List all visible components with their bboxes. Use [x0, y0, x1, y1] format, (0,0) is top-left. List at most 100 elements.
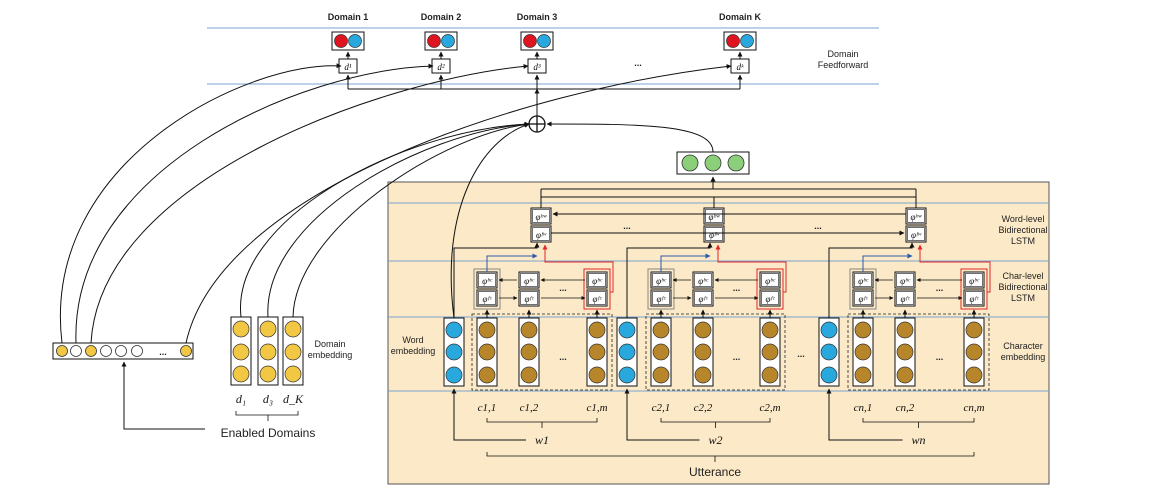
domain-output-red-2 [427, 34, 441, 48]
group-3-char-frame [847, 313, 990, 391]
group-1-word-embedding-dot-1 [445, 321, 463, 339]
word-lstm-cell-2: φᵇʷ φᶠʷ [703, 207, 725, 243]
group-3-char-lstm-cell-2-forward [894, 289, 916, 307]
word-lstm-cell-3-forward [905, 225, 927, 243]
word-lstm-label-line1: Word-level [1002, 214, 1045, 224]
group-1-word-arrow [451, 388, 526, 441]
group-1-word-embedding-dot-3 [445, 366, 463, 384]
group-1-char-lstm-cell-3-backward-label: φᵇᶜ [592, 276, 602, 286]
word-lstm-label-line2: Bidirectional [998, 225, 1047, 235]
domain-label-4: Domain K [719, 12, 762, 22]
group-3-forward-final-path [917, 244, 991, 293]
group-1-char-lstm-cell-1-forward-label: φᶠᶜ [483, 294, 493, 304]
domain-node-1: d¹ [344, 62, 352, 72]
bitvector-slot-2 [70, 345, 82, 357]
group-2-word-embedding-dot-2 [618, 343, 636, 361]
group-2-char-lstm-cell-1-forward-label: φᶠᶜ [657, 294, 667, 304]
domain-embedding-label-3: d_K [283, 392, 304, 406]
group-1-word-embedding-dot-2 [445, 343, 463, 361]
group-2-char-lstm-ellipsis: ... [733, 283, 741, 293]
group-1-char-lstm-cell-2-forward-label: φᶠᶜ [525, 294, 535, 304]
group-3-word-arrow [826, 388, 903, 441]
word-lstm-cell-3: φᵇʷ φᶠʷ [905, 207, 927, 243]
word-lstm-cell-2-backward-label: φᵇʷ [709, 212, 720, 222]
group-1-char-label-1: c1,1 [478, 402, 497, 414]
group-1-char-frame [471, 313, 613, 391]
word-lstm-cell-2-forward [703, 225, 725, 243]
group-2-char-lstm-cell-3-backward-label: φᵇᶜ [765, 276, 775, 286]
domain-node-2: d² [437, 62, 445, 72]
layer-rules [207, 27, 1049, 392]
feedforward-label-line1: Domain [827, 49, 858, 59]
domain-embedding-label-line1: Domain [314, 339, 345, 349]
group-3-char-label-3: cn,m [963, 402, 984, 414]
domain-embedding-to-sum-1 [240, 121, 530, 318]
domain-embedding-label-line2: embedding [308, 350, 353, 360]
group-2-forward-final-path [715, 244, 787, 293]
group-2-char-embedding-ellipsis: ... [733, 352, 741, 362]
domain-embedding-to-sum-2 [267, 121, 530, 318]
char-embedding-label-line2: embedding [1001, 352, 1046, 362]
bitvector-ellipsis: ... [159, 347, 167, 357]
utterance-brace [486, 452, 975, 462]
domain-ellipsis: ... [634, 58, 642, 68]
bitvector-slot-3 [85, 345, 97, 357]
bitvector-slot-6 [131, 345, 143, 357]
word-lstm-label-line3: LSTM [1011, 236, 1035, 246]
group-1-char-lstm-ellipsis: ... [559, 283, 567, 293]
domain-embedding-brace [235, 411, 299, 421]
group-2-word-embedding-dot-3 [618, 366, 636, 384]
word-lstm-cell-3-backward-label: φᵇʷ [911, 212, 922, 222]
domain-label-2: Domain 2 [421, 12, 462, 22]
enabled-domains-label: Enabled Domains [221, 426, 316, 440]
group-ellipsis: ... [797, 349, 805, 359]
enabled-domains-arrow [121, 361, 205, 430]
group-3-word-embedding-dot-3 [820, 366, 838, 384]
group-2-char-lstm-cell-2-backward-label: φᵇᶜ [698, 276, 708, 286]
group-2-char-lstm-cell-3-backward [759, 271, 781, 289]
word-lstm-cell-1-forward-label: φᶠʷ [536, 230, 547, 240]
domain-output-blue-2 [441, 34, 455, 48]
group-2-word-arrow [624, 388, 700, 441]
group-1-word-embedding-path [453, 242, 540, 318]
group-3-word-label: wn [911, 433, 925, 447]
group-2-word-embedding-dot-1 [618, 321, 636, 339]
group-1-word-label: w1 [535, 433, 549, 447]
group-2-char-label-3: c2,m [759, 402, 780, 414]
group-2-char-label-1: c2,1 [652, 402, 671, 414]
utterance-label: Utterance [689, 465, 741, 479]
word-embedding-label-line1: Word [402, 335, 423, 345]
group-3-char-lstm-cell-3-forward [963, 289, 985, 307]
domain-embedding-label-2: d₃ [263, 392, 273, 406]
char-lstm-label-line1: Char-level [1002, 271, 1043, 281]
word-lstm-cell-3-forward-label: φᶠʷ [911, 230, 922, 240]
group-2-char-brace [660, 418, 771, 428]
word-embedding-label-line2: embedding [391, 346, 436, 356]
bitvector-slot-7 [180, 345, 192, 357]
bitvector-slot-1 [56, 345, 68, 357]
group-1-char-label-2: c1,2 [520, 402, 539, 414]
domain-output-blue-4 [740, 34, 754, 48]
group-3-word-embedding-dot-2 [820, 343, 838, 361]
group-2-char-lstm-cell-2-forward-label: φᶠᶜ [699, 294, 709, 304]
word-lstm-cell-2-forward-label: φᶠʷ [709, 230, 720, 240]
char-lstm-label-line2: Bidirectional [998, 282, 1047, 292]
domain-output-red-1 [334, 34, 348, 48]
group-3-word-embedding-dot-1 [820, 321, 838, 339]
group-2-char-frame [645, 313, 786, 391]
group-2-char-label-2: c2,2 [694, 402, 713, 414]
group-1-char-lstm-cell-3-backward [586, 271, 608, 289]
group-3-char-label-1: cn,1 [854, 402, 873, 414]
group-3-char-lstm-cell-3-forward-label: φᶠᶜ [970, 294, 980, 304]
group-2-char-lstm-cell-1-forward [650, 289, 672, 307]
char-embedding-label-line1: Character [1003, 341, 1043, 351]
group-2-char-lstm-cell-3-frame [756, 268, 784, 310]
